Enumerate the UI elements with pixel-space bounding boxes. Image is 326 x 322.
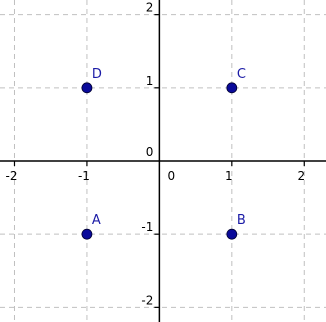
- point-label-B: B: [237, 213, 246, 228]
- point-label-C: C: [237, 67, 246, 82]
- x-tick-label-2: 2: [297, 169, 305, 183]
- points: A B C D: [81, 67, 246, 240]
- point-A[interactable]: [81, 228, 93, 240]
- tick-marks: -2 -1 1 2 -2 -1 1 2 00: [6, 1, 305, 308]
- point-D[interactable]: [81, 82, 93, 94]
- x-tick-label--1: -1: [78, 169, 90, 183]
- origin-label-x: 0: [168, 169, 176, 183]
- y-tick-label--2: -2: [141, 293, 153, 307]
- y-tick-label-1: 1: [146, 74, 154, 88]
- y-tick-label--1: -1: [141, 220, 153, 234]
- x-tick-label--2: -2: [6, 169, 18, 183]
- y-tick-label-2: 2: [146, 1, 154, 15]
- point-label-A: A: [92, 213, 101, 228]
- point-label-D: D: [92, 67, 102, 82]
- point-C[interactable]: [226, 82, 238, 94]
- point-B[interactable]: [226, 228, 238, 240]
- x-tick-label-1: 1: [225, 169, 233, 183]
- origin-label-y: 0: [146, 145, 154, 159]
